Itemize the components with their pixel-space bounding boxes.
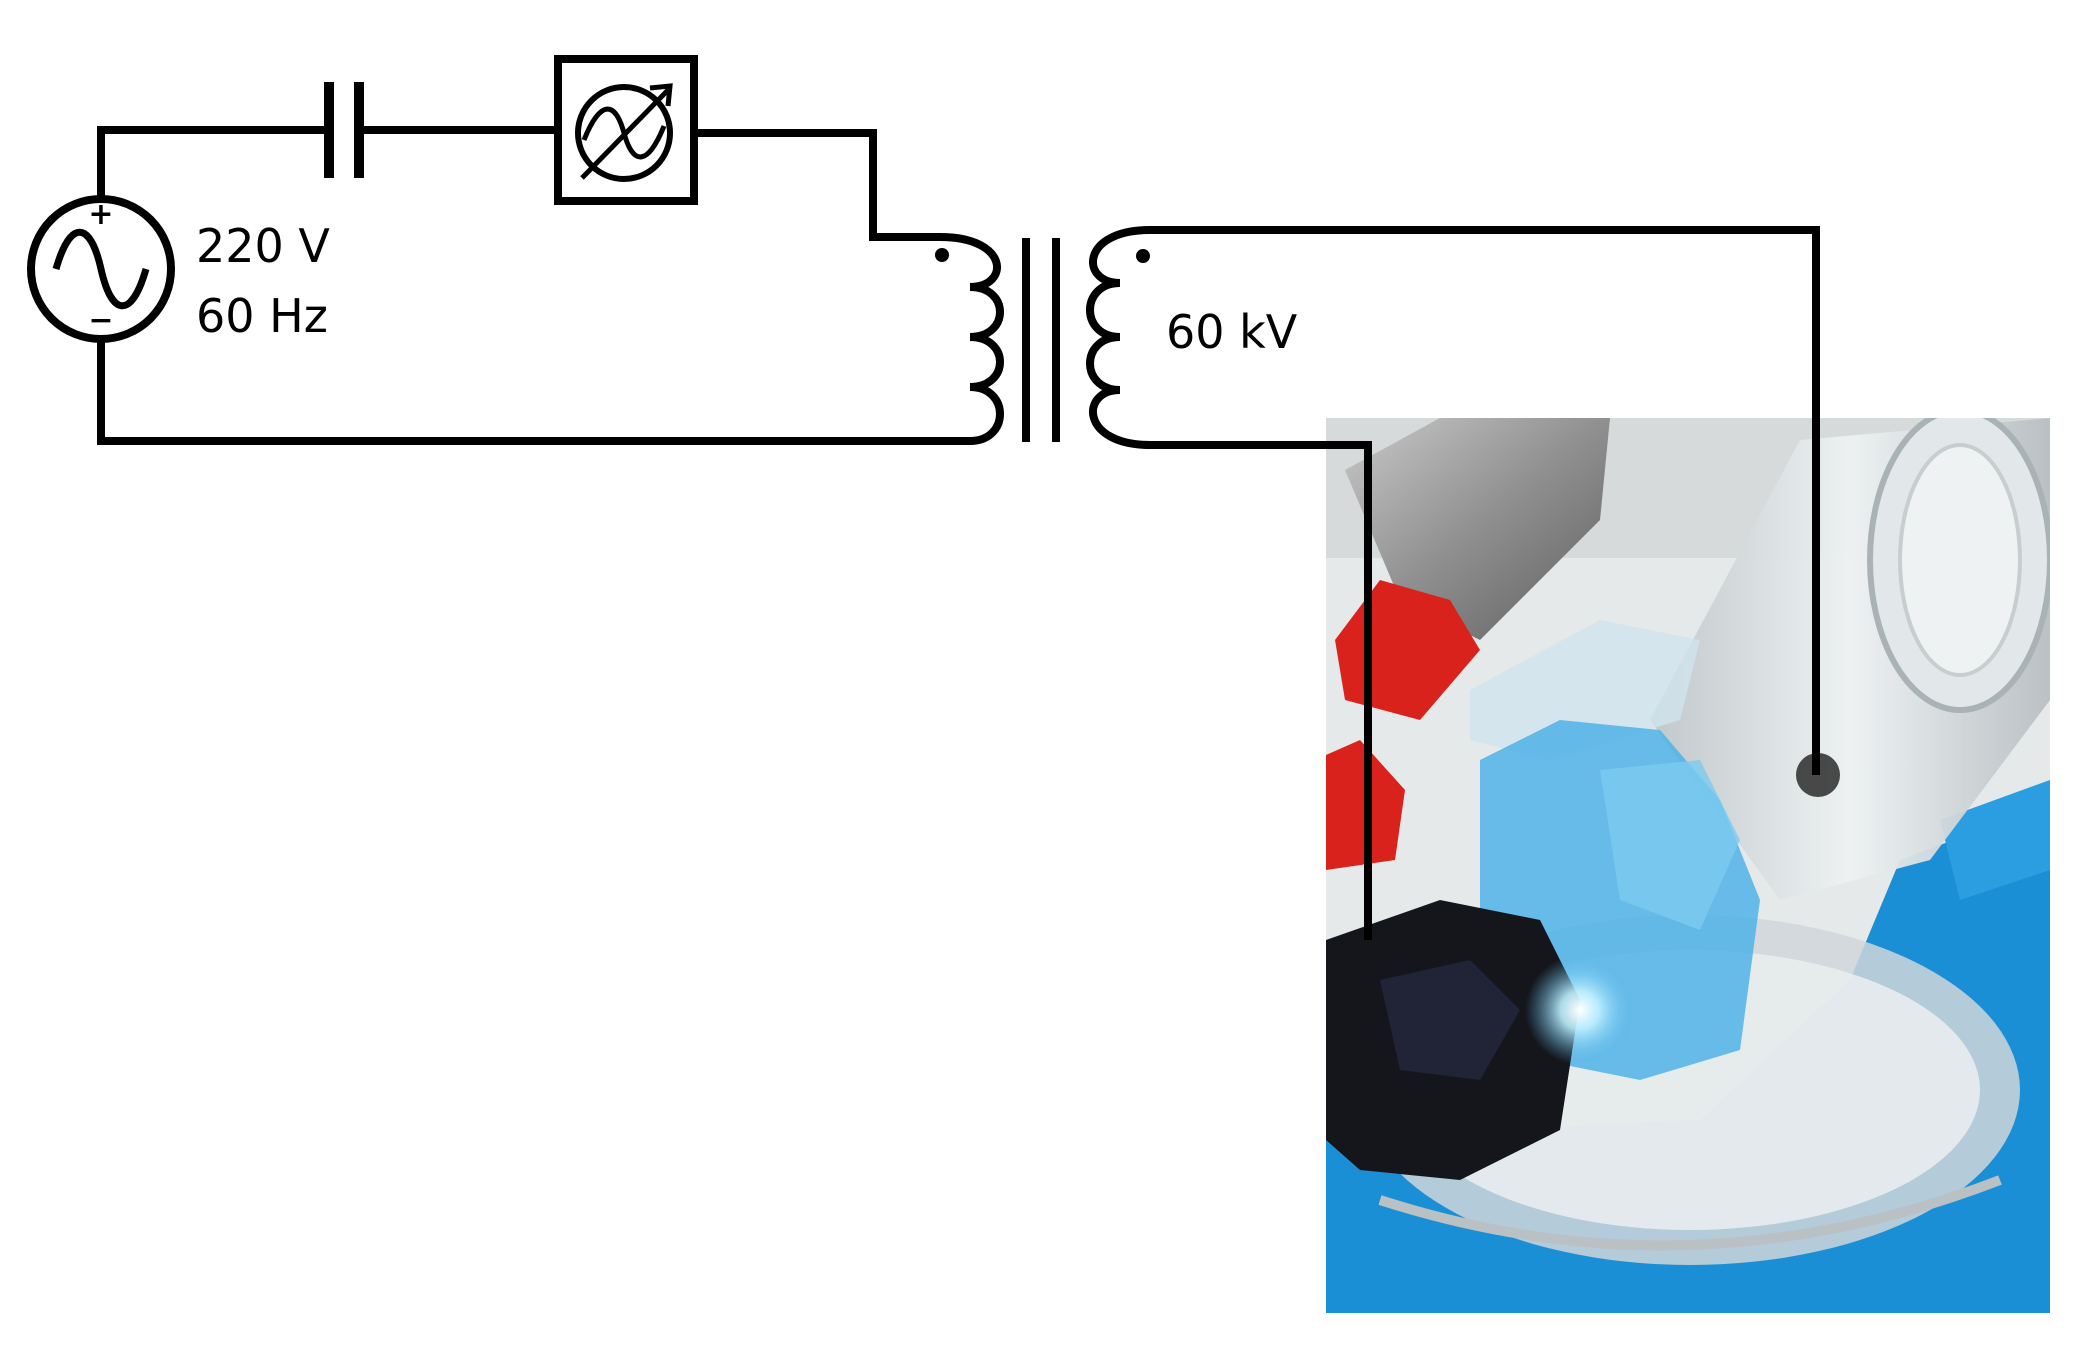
plasma-spark bbox=[1525, 955, 1635, 1065]
secondary-polarity-dot bbox=[1136, 249, 1150, 263]
circuit-wires bbox=[97, 126, 1820, 940]
wire-secondary-to-ground-electrode bbox=[1150, 441, 1372, 940]
variac bbox=[554, 55, 698, 205]
plus-sign: + bbox=[88, 197, 113, 232]
transformer-primary-coil bbox=[939, 233, 1004, 445]
wire-source-return bbox=[97, 340, 970, 445]
variac-arrow-icon bbox=[580, 88, 670, 180]
reactor-photo bbox=[1326, 418, 2050, 1313]
minus-sign: − bbox=[88, 303, 113, 338]
source-frequency-label: 60 Hz bbox=[196, 289, 328, 343]
transformer-secondary-coil bbox=[1086, 226, 1151, 449]
source-voltage-label: 220 V bbox=[196, 219, 330, 273]
wire-source-to-capacitor bbox=[97, 126, 327, 198]
wire-variac-to-primary bbox=[696, 129, 940, 241]
grey-tube bbox=[1345, 418, 1610, 640]
primary-polarity-dot bbox=[935, 248, 949, 262]
sine-wave-icon bbox=[52, 228, 150, 310]
wire-secondary-to-electrode bbox=[1150, 226, 1820, 775]
capacitor bbox=[324, 82, 364, 178]
secondary-voltage-label: 60 kV bbox=[1166, 305, 1298, 359]
variac-circle bbox=[575, 84, 673, 182]
ac-source: + − bbox=[27, 195, 175, 343]
transformer bbox=[939, 226, 1151, 449]
